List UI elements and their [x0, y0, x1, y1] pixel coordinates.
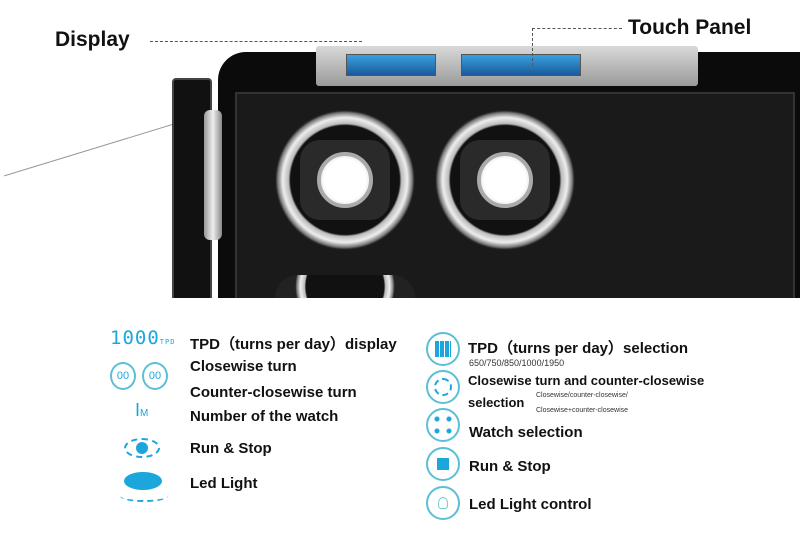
- watch-face: [477, 152, 533, 208]
- watch-slot-3: [275, 275, 415, 298]
- run-stop-eye-icon: [124, 438, 160, 458]
- watch-face: [317, 152, 373, 208]
- run-stop-label: Run & Stop: [469, 458, 551, 475]
- watch-selection-label: Watch selection: [469, 424, 583, 441]
- rotation-options-1: Closewise/counter-closewise/: [536, 392, 628, 399]
- legend-led-light: Led Light: [190, 475, 258, 492]
- watch-slot-1: [275, 110, 415, 250]
- display-screen: [346, 54, 436, 76]
- four-dots-icon: [426, 408, 460, 442]
- tpd-selection-label: TPD（turns per day）selection: [468, 340, 689, 357]
- touch-panel-buttons[interactable]: [461, 54, 581, 76]
- square-stop-icon: [426, 447, 460, 481]
- rotation-selection-label: Closewise turn and counter-closewise: [468, 373, 705, 388]
- legend-run-stop: Run & Stop: [190, 440, 272, 457]
- legend-watch-number: Number of the watch: [190, 408, 339, 425]
- led-control-label: Led Light control: [469, 496, 592, 513]
- tpd-digits-icon: 1000TPD: [110, 327, 176, 349]
- touch-panel-pointer: [532, 28, 622, 66]
- led-light-icon: [124, 472, 162, 490]
- hinge: [204, 110, 222, 240]
- legend-counter-closewise: Counter-closewise turn: [190, 384, 357, 401]
- display-pointer: [150, 41, 362, 42]
- legend-tpd-display: TPD（turns per day）display: [190, 336, 397, 353]
- bulb-icon: [426, 486, 460, 520]
- tpd-grid-icon: [426, 332, 460, 366]
- rotation-icons: 00 00: [110, 362, 168, 390]
- display-callout: Display: [55, 28, 130, 51]
- legend-closewise: Closewise turn: [190, 358, 297, 375]
- rotation-circle-icon: [426, 370, 460, 404]
- touch-panel-callout: Touch Panel: [628, 16, 752, 39]
- rotation-options-2: Closewise+counter-closewise: [536, 407, 629, 414]
- top-panel: [316, 46, 698, 86]
- rotation-selection-label-2: selection: [468, 395, 525, 410]
- watch-slot-2: [435, 110, 575, 250]
- tpd-options: 650/750/850/1000/1950: [469, 358, 565, 368]
- watch-number-icon: IM: [135, 400, 149, 420]
